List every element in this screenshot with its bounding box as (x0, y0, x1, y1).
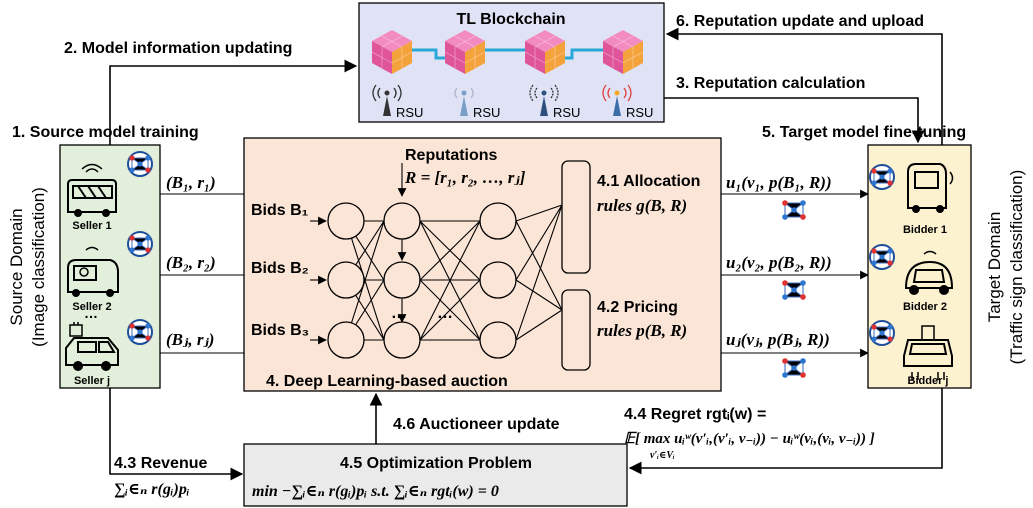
model-icon (781, 279, 807, 301)
bidder-utility: u₂(v₂, p(B₂, R)) (726, 253, 832, 272)
seller-label: Seller 1 (72, 220, 111, 232)
seller-bid-tuple: (B₁, r₁) (166, 173, 216, 192)
target-domain-subtitle: (Traffic sign classification) (1007, 170, 1026, 365)
rsu-antenna-icon (454, 87, 474, 116)
mini-car-icon (904, 250, 954, 295)
seller-label: Seller j (74, 375, 110, 387)
source-domain-subtitle: (Image classification) (29, 187, 48, 347)
bidder-model-icon (869, 320, 895, 346)
vertical-dots: … (84, 305, 98, 321)
revenue-label: 4.3 Revenue (114, 455, 207, 472)
seller-model-icon (127, 319, 153, 345)
allocation-label: 4.1 Allocation (597, 173, 700, 190)
pricing-label: 4.2 Pricing (597, 299, 678, 316)
accessible-car-icon (67, 246, 119, 297)
ellipsis: … (437, 305, 453, 322)
electric-car-icon (65, 322, 119, 371)
seller-bid-tuple: (B₂, r₂) (166, 253, 216, 272)
allocation-rule: rules g(B, R) (597, 196, 687, 215)
revenue-formula: ∑ᵢ∈ₙ r(gᵢ)pᵢ (114, 481, 190, 498)
neural-network (310, 204, 563, 345)
reputations-formula: R = [r₁, r₂, …, rⱼ] (404, 168, 526, 187)
bidder-utility: u₁(v₁, p(B₁, R)) (726, 173, 832, 192)
auctioneer-update-label: 4.6 Auctioneer update (393, 416, 560, 433)
rsu-antenna-icon (602, 84, 632, 116)
bidder-model-icon (869, 244, 895, 270)
optimization-title: 4.5 Optimization Problem (340, 455, 532, 472)
truck-icon (907, 163, 954, 213)
optimization-box (243, 443, 628, 507)
regret-arrow (628, 388, 943, 475)
regret-subscript: v′ᵢ∈Vᵢ (650, 450, 675, 461)
model-info-arrow (109, 59, 358, 145)
regret-formula: 𝔼[ max uᵢʷ(v′ᵢ,(v′ᵢ, v₋ᵢ)) − uᵢʷ(vᵢ,(vᵢ,… (624, 431, 875, 447)
rsu-antenna-icon (529, 84, 559, 116)
seller-bid-tuple: (Bⱼ, rⱼ) (166, 330, 214, 349)
rsu-label: RSU (396, 105, 423, 120)
target-finetune-label: 5. Target model fine-tuning (762, 124, 966, 141)
bidder-utility: uⱼ(vⱼ, p(Bⱼ, R)) (726, 330, 830, 349)
source-training-label: 1. Source model training (12, 124, 199, 141)
seller-model-icon (127, 151, 153, 177)
reputations-label: Reputations (405, 147, 498, 164)
regret-label: 4.4 Regret rgtᵢ(w) = (624, 406, 766, 423)
revenue-arrow (109, 388, 244, 481)
auction-title: 4. Deep Learning-based auction (266, 373, 508, 390)
bid-input-label: Bids B₃ (251, 322, 309, 339)
reputation-update-label: 6. Reputation update and upload (676, 13, 924, 30)
seller-model-icon (127, 231, 153, 257)
model-icon (781, 199, 807, 221)
bid-input-label: Bids B₂ (251, 260, 309, 277)
blockchain-title: TL Blockchain (456, 11, 565, 28)
neuron (327, 202, 517, 359)
seller-label: Seller 2 (72, 301, 111, 313)
model-icon (781, 357, 807, 379)
reputation-calc-arrow (664, 97, 925, 144)
source-domain-title: Source Domain (7, 208, 26, 325)
optimization-formula: min −∑ᵢ∈ₙ r(gᵢ)pᵢ s.t. ∑ᵢ∈ₙ rgtᵢ(w) = 0 (252, 483, 499, 500)
rsu-label: RSU (553, 105, 580, 120)
reputation-calc-label: 3. Reputation calculation (676, 75, 865, 92)
pricing-rule: rules p(B, R) (597, 321, 687, 340)
bidder-model-icon (869, 164, 895, 190)
bidder-label: Bidder 1 (903, 224, 947, 236)
bidder-label: Bidder j (908, 375, 949, 387)
autonomous-car-icon (903, 325, 953, 380)
reputation-update-arrow (665, 27, 943, 145)
pricing-rule-box (561, 289, 591, 371)
bid-input-label: Bids B₁ (251, 202, 309, 219)
model-info-label: 2. Model information updating (64, 40, 292, 57)
bidder-label: Bidder 2 (903, 301, 947, 313)
rsu-antenna-icon (372, 84, 402, 116)
ellipsis: … (391, 305, 407, 322)
allocation-rule-box (561, 160, 591, 274)
rsu-label: RSU (626, 105, 653, 120)
target-domain-title: Target Domain (985, 212, 1004, 323)
rsu-label: RSU (473, 105, 500, 120)
chain-link (398, 48, 622, 60)
bus-icon (67, 163, 117, 217)
